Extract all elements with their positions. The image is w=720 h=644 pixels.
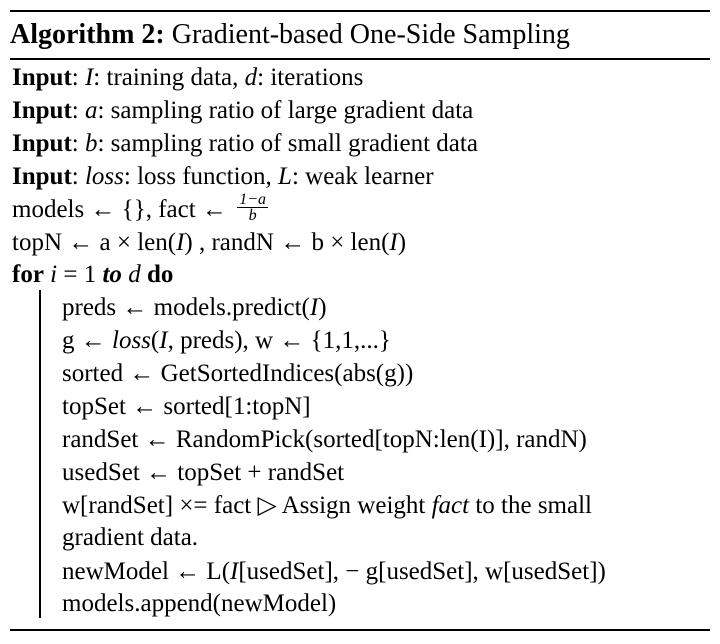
body-line-9: newModel ← L(I[usedSet], − g[usedSet], w… (62, 558, 606, 585)
body-line-5: randSet ← RandomPick(sorted[topN:len(I)]… (62, 426, 587, 453)
body-line-2: g ← loss(I, preds), w ← {1,1,...} (62, 327, 391, 354)
body-line-7: w[randSet] ×= fact ▷ Assign weight fact … (62, 492, 592, 519)
loop-body-bar (39, 290, 41, 618)
body-line-8: gradient data. (62, 524, 199, 551)
input-line-2: Input: a: sampling ratio of large gradie… (12, 97, 474, 124)
algorithm-box: Algorithm 2: Gradient-based One-Side Sam… (10, 0, 710, 644)
algorithm-name: Gradient-based One-Side Sampling (171, 19, 570, 50)
top-rule (10, 10, 710, 12)
title-rule (10, 58, 710, 60)
input-line-1: Input: I: training data, d: iterations (12, 64, 364, 91)
for-line: for i = 1 to d do (12, 261, 174, 288)
bottom-rule (10, 629, 710, 631)
algorithm-title: Algorithm 2: Gradient-based One-Side Sam… (10, 13, 570, 57)
body-line-3: sorted ← GetSortedIndices(abs(g)) (62, 360, 414, 387)
body-line-4: topSet ← sorted[1:topN] (62, 393, 311, 420)
algorithm-number: Algorithm 2: (10, 19, 165, 50)
body-line-1: preds ← models.predict(I) (62, 294, 327, 321)
init-line-2: topN ← a × len(I) , randN ← b × len(I) (12, 229, 407, 256)
body-line-6: usedSet ← topSet + randSet (62, 459, 345, 486)
input-line-4: Input: loss: loss function, L: weak lear… (12, 163, 434, 190)
input-line-3: Input: b: sampling ratio of small gradie… (12, 130, 478, 157)
body-line-10: models.append(newModel) (62, 590, 337, 617)
